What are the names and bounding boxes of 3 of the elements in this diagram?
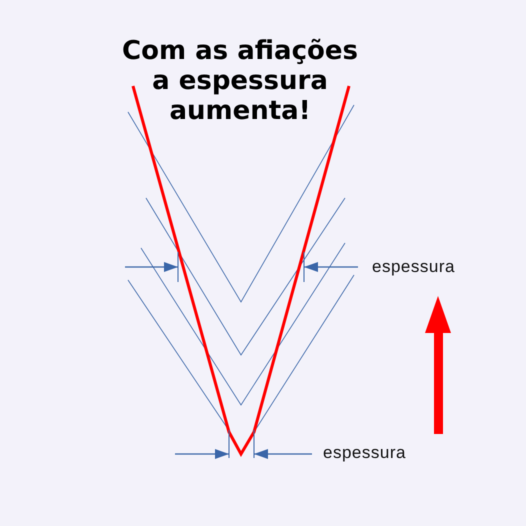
title: Com as afiações a espessura aumenta!: [121, 36, 359, 126]
dimension-label: espessura: [323, 442, 406, 464]
dimension-label: espessura: [372, 256, 455, 278]
